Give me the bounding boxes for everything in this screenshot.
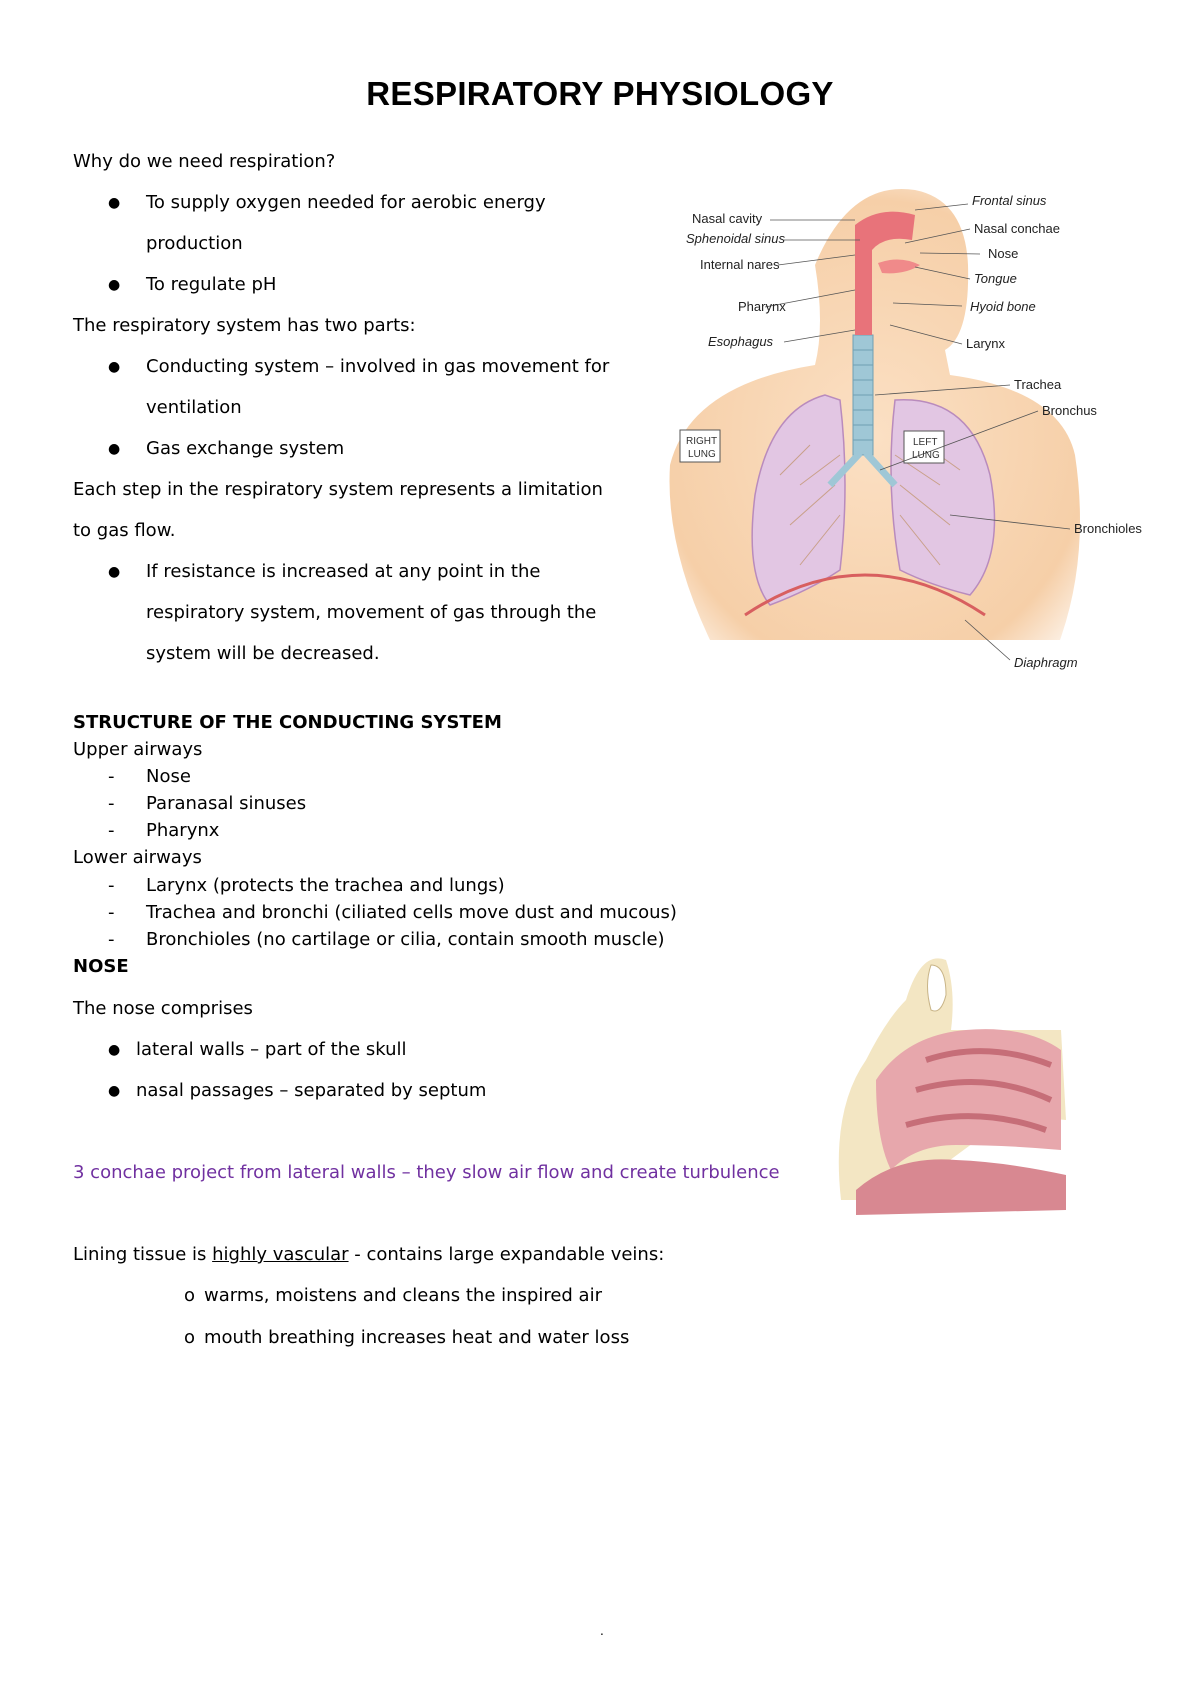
label-left-lung-line1: LEFT	[913, 437, 937, 448]
diaphragm-shape	[744, 573, 986, 617]
lining-suffix: - contains large expandable veins:	[348, 1244, 665, 1265]
circle-bullet-icon: o	[184, 1285, 196, 1306]
bullet-icon: ●	[108, 359, 121, 375]
parts-intro-text: The respiratory system has two parts:	[73, 315, 416, 336]
page-title: RESPIRATORY PHYSIOLOGY	[366, 75, 834, 112]
frontal-sinus-shape	[927, 964, 947, 1012]
list-item: lateral walls – part of the skull	[136, 1039, 407, 1060]
label-esophagus: Esophagus	[708, 334, 774, 349]
label-frontal-sinus: Frontal sinus	[972, 193, 1047, 208]
label-right-lung-line1: RIGHT	[686, 436, 717, 447]
palate-shape	[856, 1159, 1066, 1215]
bullet-icon: ●	[108, 277, 121, 293]
limitation-text: Each step in the respiratory system repr…	[73, 479, 603, 500]
list-item: Pharynx	[146, 820, 220, 841]
list-item: Trachea and bronchi (ciliated cells move…	[146, 902, 677, 923]
list-item: To supply oxygen needed for aerobic ener…	[146, 192, 546, 213]
list-item: Larynx (protects the trachea and lungs)	[146, 875, 505, 896]
list-item: Conducting system – involved in gas move…	[146, 356, 610, 377]
list-item: Paranasal sinuses	[146, 793, 307, 814]
list-item: Bronchioles (no cartilage or cilia, cont…	[146, 929, 665, 950]
label-right-lung-line2: LUNG	[688, 449, 716, 460]
bullet-icon: ●	[108, 1083, 121, 1099]
bullet-icon: ●	[108, 1042, 121, 1058]
bronchi-shape	[827, 450, 898, 488]
bullet-icon: ●	[108, 441, 121, 457]
upper-airways-label: Upper airways	[73, 739, 203, 760]
dash-icon: -	[108, 793, 115, 814]
sub-list-item: mouth breathing increases heat and water…	[204, 1327, 630, 1348]
dash-icon: -	[108, 766, 115, 787]
label-left-lung-line2: LUNG	[912, 450, 940, 461]
respiratory-system-diagram: Nasal cavity Sphenoidal sinus Internal n…	[669, 188, 1142, 670]
conchae-shapes	[905, 1048, 1053, 1133]
trachea-rings	[853, 349, 873, 441]
label-bronchioles: Bronchioles	[1074, 521, 1142, 536]
label-sphenoidal-sinus: Sphenoidal sinus	[686, 231, 786, 246]
dash-icon: -	[108, 820, 115, 841]
label-bronchus: Bronchus	[1042, 403, 1097, 418]
bronchioles-shape	[779, 444, 961, 566]
list-item: If resistance is increased at any point …	[146, 561, 541, 582]
list-item-continued: system will be decreased.	[146, 643, 380, 664]
bullet-icon: ●	[108, 195, 121, 211]
bullet-icon: ●	[108, 564, 121, 580]
label-internal-nares: Internal nares	[700, 257, 780, 272]
list-item-continued: ventilation	[146, 397, 242, 418]
label-nasal-conchae: Nasal conchae	[974, 221, 1060, 236]
list-item: Gas exchange system	[146, 438, 345, 459]
list-item: nasal passages – separated by septum	[136, 1080, 487, 1101]
label-hyoid-bone: Hyoid bone	[970, 299, 1036, 314]
right-lung-shape	[751, 394, 846, 606]
list-item-continued: production	[146, 233, 243, 254]
question-text: Why do we need respiration?	[73, 151, 336, 172]
list-item-continued: respiratory system, movement of gas thro…	[146, 602, 597, 623]
oral-shape	[878, 259, 920, 274]
lining-text: Lining tissue is highly vascular - conta…	[73, 1244, 664, 1266]
nasal-cavity-illustration	[838, 958, 1066, 1215]
label-tongue: Tongue	[974, 271, 1017, 286]
label-diaphragm: Diaphragm	[1014, 655, 1078, 670]
dash-icon: -	[108, 902, 115, 923]
dash-icon: -	[108, 875, 115, 896]
nasal-tissue-shape	[876, 1029, 1061, 1170]
lower-airways-label: Lower airways	[73, 847, 202, 868]
list-item: Nose	[146, 766, 191, 787]
nose-heading: NOSE	[73, 956, 129, 977]
circle-bullet-icon: o	[184, 1327, 196, 1348]
section-heading: STRUCTURE OF THE CONDUCTING SYSTEM	[73, 712, 502, 733]
list-item: To regulate pH	[146, 274, 277, 295]
lining-prefix: Lining tissue is	[73, 1244, 213, 1265]
leader-lines	[764, 203, 1071, 661]
nasal-airway-shape	[855, 211, 915, 335]
sub-list-item: warms, moistens and cleans the inspired …	[204, 1285, 602, 1306]
label-nose: Nose	[988, 246, 1018, 261]
limitation-text-continued: to gas flow.	[73, 520, 176, 541]
conchae-note: 3 conchae project from lateral walls – t…	[73, 1162, 780, 1183]
label-nasal-cavity: Nasal cavity	[692, 211, 763, 226]
label-trachea: Trachea	[1014, 377, 1062, 392]
lining-underlined: highly vascular	[212, 1244, 349, 1265]
dash-icon: -	[108, 929, 115, 950]
nose-intro-text: The nose comprises	[73, 998, 253, 1019]
label-larynx: Larynx	[966, 336, 1006, 351]
footer-mark: .	[600, 1624, 604, 1638]
label-pharynx: Pharynx	[738, 299, 786, 314]
